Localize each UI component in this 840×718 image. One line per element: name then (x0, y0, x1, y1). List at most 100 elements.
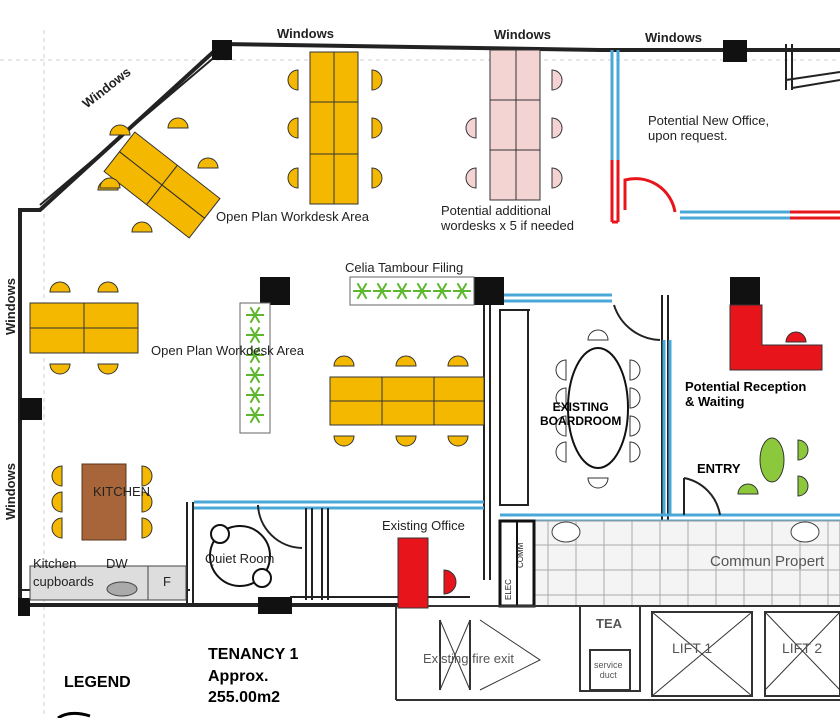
chairs-yellow (49, 69, 469, 539)
plant-leaf (376, 290, 383, 300)
label-tenancy: TENANCY 1 Approx. 255.00m2 (208, 646, 299, 707)
plant-leaf (416, 290, 423, 300)
plant-leaf (254, 394, 261, 404)
common-property-grid (498, 519, 840, 608)
chair (333, 355, 355, 367)
chair (141, 465, 153, 487)
chair (131, 221, 153, 233)
plant-leaf (249, 346, 256, 356)
chair (371, 167, 383, 189)
label-open-plan-2: Open Plan Workdesk Area (151, 343, 304, 358)
plant-leaf (249, 366, 256, 376)
label-fridge: F (163, 574, 171, 589)
chair (395, 355, 417, 367)
chair (287, 117, 299, 139)
columns (18, 40, 760, 616)
plant-leaf (396, 282, 403, 292)
label-windows-top-2: Windows (494, 27, 551, 42)
label-service-duct: service duct (594, 660, 623, 681)
plant-leaf (254, 326, 261, 336)
label-existing-office: Existing Office (382, 518, 465, 533)
chair (371, 69, 383, 91)
chair (167, 117, 189, 129)
desk-cluster-diagonal (103, 131, 221, 239)
boardroom-walls (483, 295, 669, 580)
chair (555, 387, 567, 409)
label-lift-1: LIFT 1 (672, 640, 713, 656)
plant-leaf (249, 406, 256, 416)
chair (141, 491, 153, 513)
right-walls (785, 44, 840, 90)
chair (551, 117, 563, 139)
plant-leaf (249, 394, 256, 404)
plant-leaf (381, 282, 388, 292)
label-boardroom: EXISTING BOARDROOM (540, 400, 622, 428)
chairs-pink (465, 69, 563, 189)
chair (333, 435, 355, 447)
chair (587, 329, 609, 341)
plant-leaf (376, 282, 383, 292)
label-kitchen: KITCHEN (93, 484, 151, 499)
plant-leaf (356, 282, 363, 292)
label-entry: ENTRY (697, 461, 741, 476)
chair (287, 167, 299, 189)
chair (371, 117, 383, 139)
label-kitchen-small: Kitchen (33, 556, 77, 571)
chair (555, 359, 567, 381)
desk-cluster-center (329, 376, 485, 426)
label-windows-top-1: Windows (277, 26, 334, 41)
chair (629, 359, 641, 381)
chair (287, 69, 299, 91)
chair (99, 177, 121, 189)
plant-leaf (421, 290, 428, 300)
reception-desk (729, 304, 823, 497)
chair (555, 415, 567, 437)
chair (51, 491, 63, 513)
label-legend: LEGEND (64, 674, 131, 691)
plant-leaf (396, 290, 403, 300)
label-windows-top-3: Windows (645, 30, 702, 45)
plant-leaf (456, 290, 463, 300)
label-dw: DW (106, 556, 128, 571)
chair (395, 435, 417, 447)
label-tea: TEA (596, 616, 622, 631)
chair (587, 477, 609, 489)
chair (555, 441, 567, 463)
plant-leaf (254, 374, 261, 384)
plant-leaf (249, 354, 256, 364)
plant-leaf (254, 346, 261, 356)
plant-leaf (456, 282, 463, 292)
chair (629, 387, 641, 409)
plant-leaf (441, 290, 448, 300)
plant-leaf (254, 406, 261, 416)
potential-office-walls (610, 50, 840, 224)
chair (629, 441, 641, 463)
chair (49, 363, 71, 375)
plant-leaf (254, 414, 261, 424)
kitchen-cupboards (29, 565, 187, 601)
plant-leaf (249, 326, 256, 336)
chairs-boardroom (555, 329, 641, 489)
plant-leaf (436, 282, 443, 292)
chair (465, 167, 477, 189)
legend-arrow (57, 711, 91, 718)
plant-leaf (416, 282, 423, 292)
plant-leaf (381, 290, 388, 300)
kitchen-bench (81, 463, 127, 541)
label-cupboards: cupboards (33, 574, 94, 589)
plant-leaf (361, 290, 368, 300)
desk-cluster-top (309, 51, 359, 205)
chair (51, 517, 63, 539)
chair (197, 157, 219, 169)
label-celia-filing: Celia Tambour Filing (345, 260, 464, 275)
plant-leaf (436, 290, 443, 300)
plants (246, 282, 471, 424)
plant-leaf (441, 282, 448, 292)
boardroom-table (567, 347, 629, 469)
construction-lines (0, 30, 840, 718)
existing-office-desk (397, 537, 457, 609)
potential-desks (489, 49, 541, 201)
chair (447, 435, 469, 447)
label-common-property: Commun Propert (710, 553, 825, 570)
